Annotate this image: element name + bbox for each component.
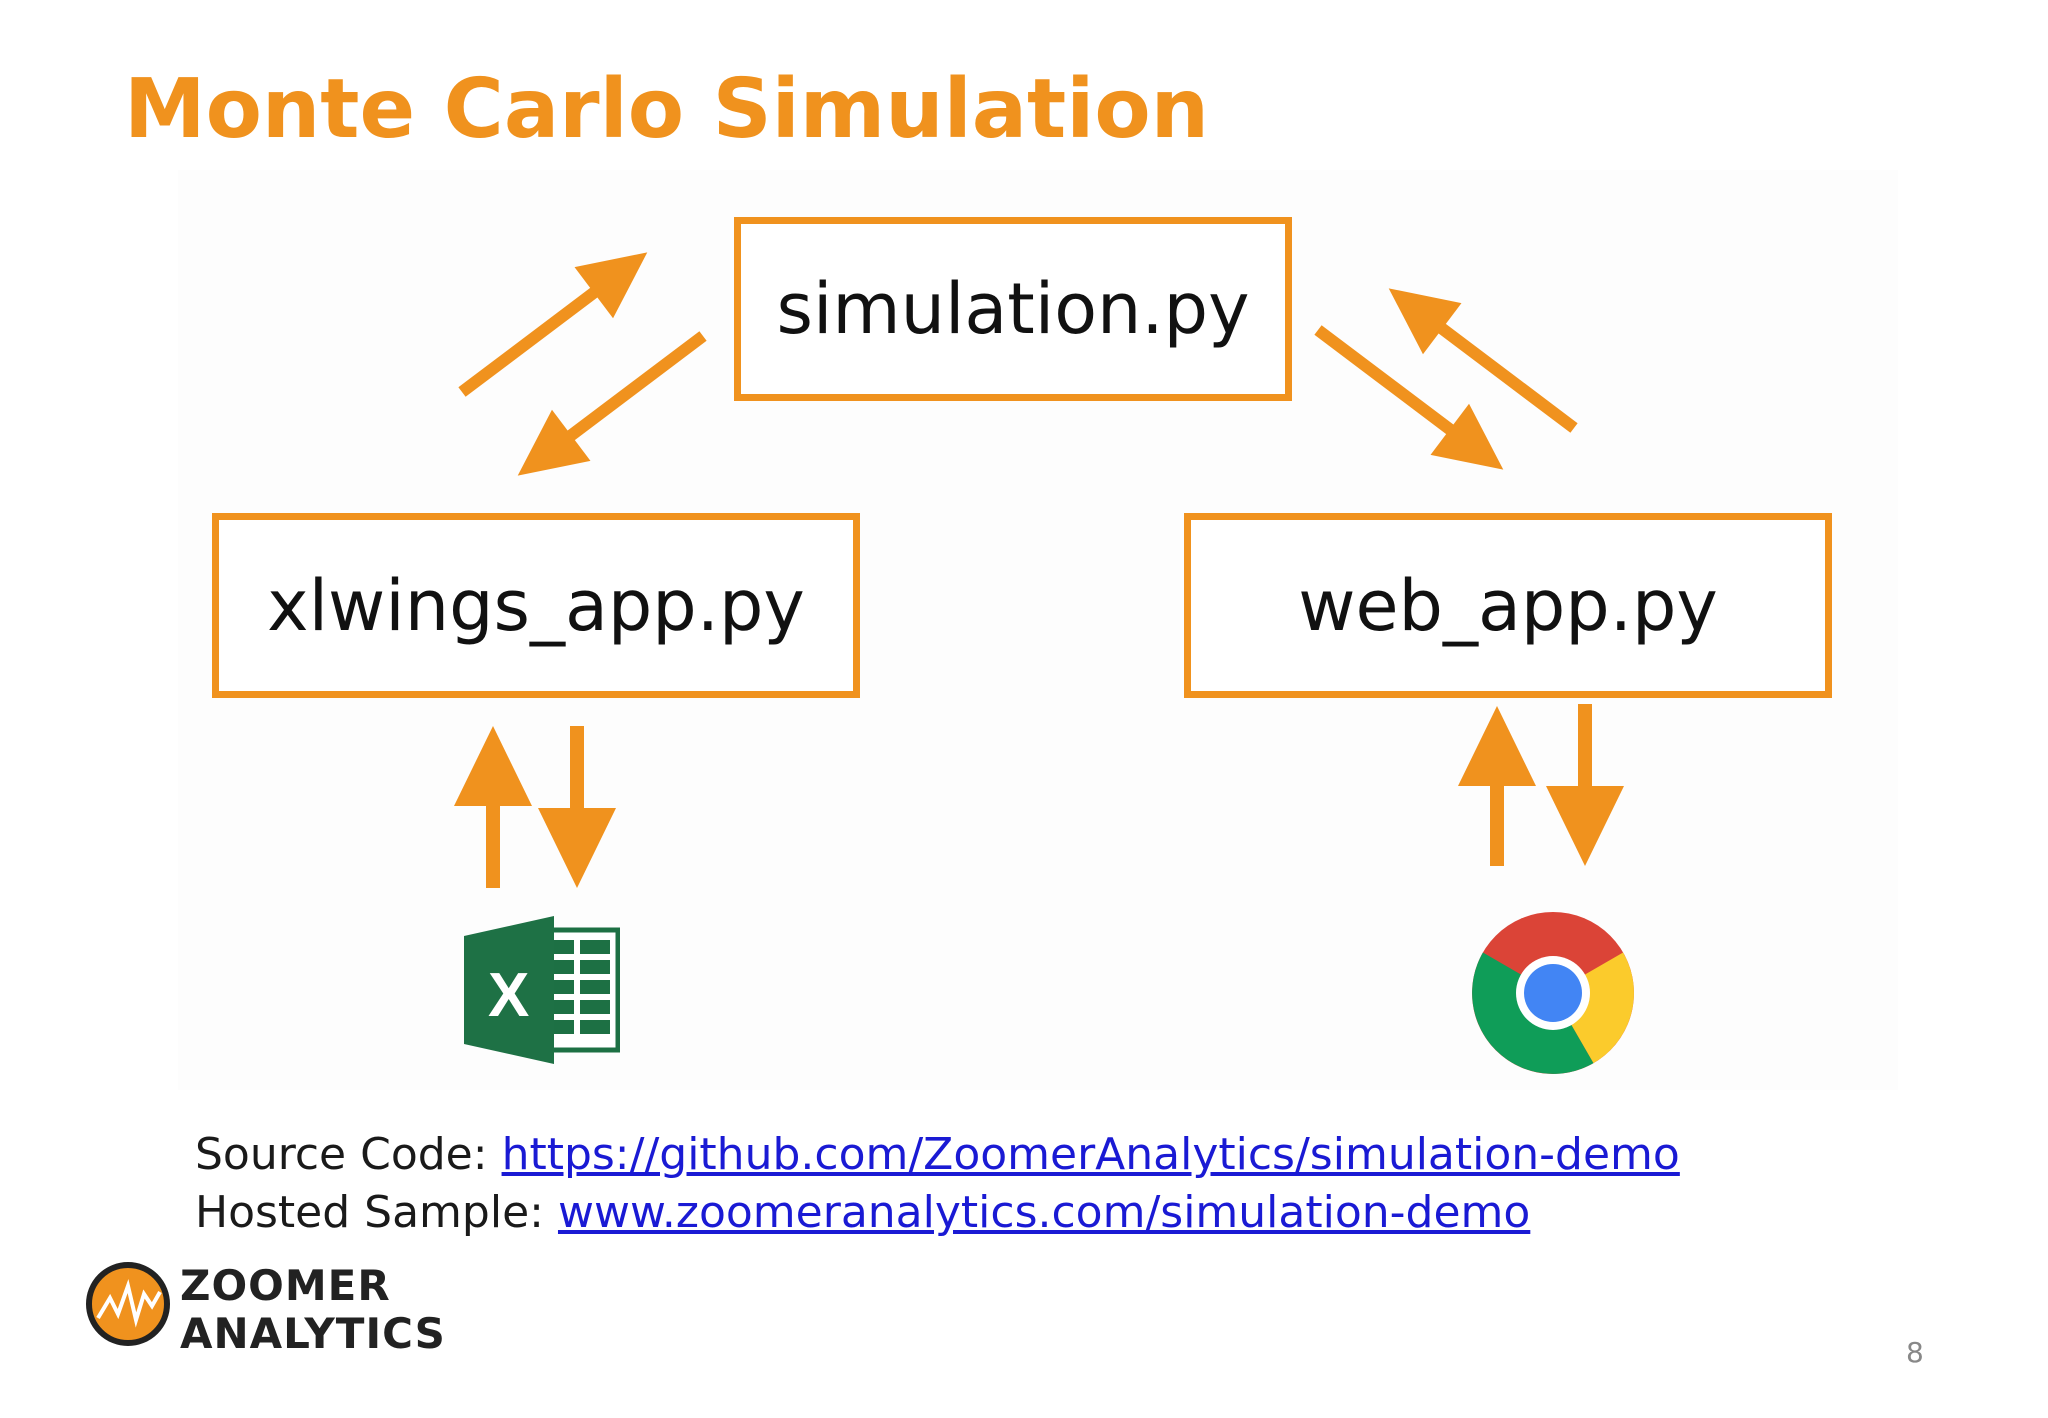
web-app-box: web_app.py — [1184, 513, 1832, 698]
arrow-xlwings-to-excel — [538, 726, 616, 888]
source-code-label: Source Code: — [195, 1129, 502, 1180]
simulation-box: simulation.py — [734, 217, 1292, 401]
excel-icon: X — [464, 916, 620, 1064]
chrome-icon — [1472, 912, 1634, 1074]
logo-text: ZOOMER ANALYTICS — [180, 1262, 446, 1358]
arrow-chrome-to-webapp — [1458, 706, 1536, 866]
simulation-label: simulation.py — [776, 268, 1250, 350]
footer-links: Source Code: https://github.com/ZoomerAn… — [195, 1126, 1680, 1242]
arrow-xlwings-to-simulation — [458, 252, 648, 397]
hosted-sample-label: Hosted Sample: — [195, 1187, 558, 1238]
arrow-excel-to-xlwings — [454, 726, 532, 888]
arrow-webapp-to-simulation — [1388, 288, 1578, 433]
logo-line-zoomer: ZOOMER — [180, 1261, 391, 1310]
source-code-line: Source Code: https://github.com/ZoomerAn… — [195, 1126, 1680, 1184]
zoomer-logo-icon — [86, 1262, 170, 1346]
arrow-webapp-to-chrome — [1546, 704, 1624, 866]
web-app-label: web_app.py — [1298, 564, 1718, 647]
page-number: 8 — [1906, 1336, 1924, 1369]
arrow-simulation-to-webapp — [1314, 325, 1504, 470]
logo-line-analytics: ANALYTICS — [180, 1309, 446, 1358]
hosted-sample-link[interactable]: www.zoomeranalytics.com/simulation-demo — [557, 1187, 1531, 1238]
slide-title: Monte Carlo Simulation — [124, 62, 1210, 157]
arrow-simulation-to-xlwings — [517, 331, 707, 476]
svg-text:X: X — [488, 961, 529, 1030]
xlwings-app-label: xlwings_app.py — [267, 564, 805, 647]
hosted-sample-line: Hosted Sample: www.zoomeranalytics.com/s… — [195, 1184, 1680, 1242]
xlwings-app-box: xlwings_app.py — [212, 513, 860, 698]
source-code-link[interactable]: https://github.com/ZoomerAnalytics/simul… — [501, 1129, 1680, 1180]
